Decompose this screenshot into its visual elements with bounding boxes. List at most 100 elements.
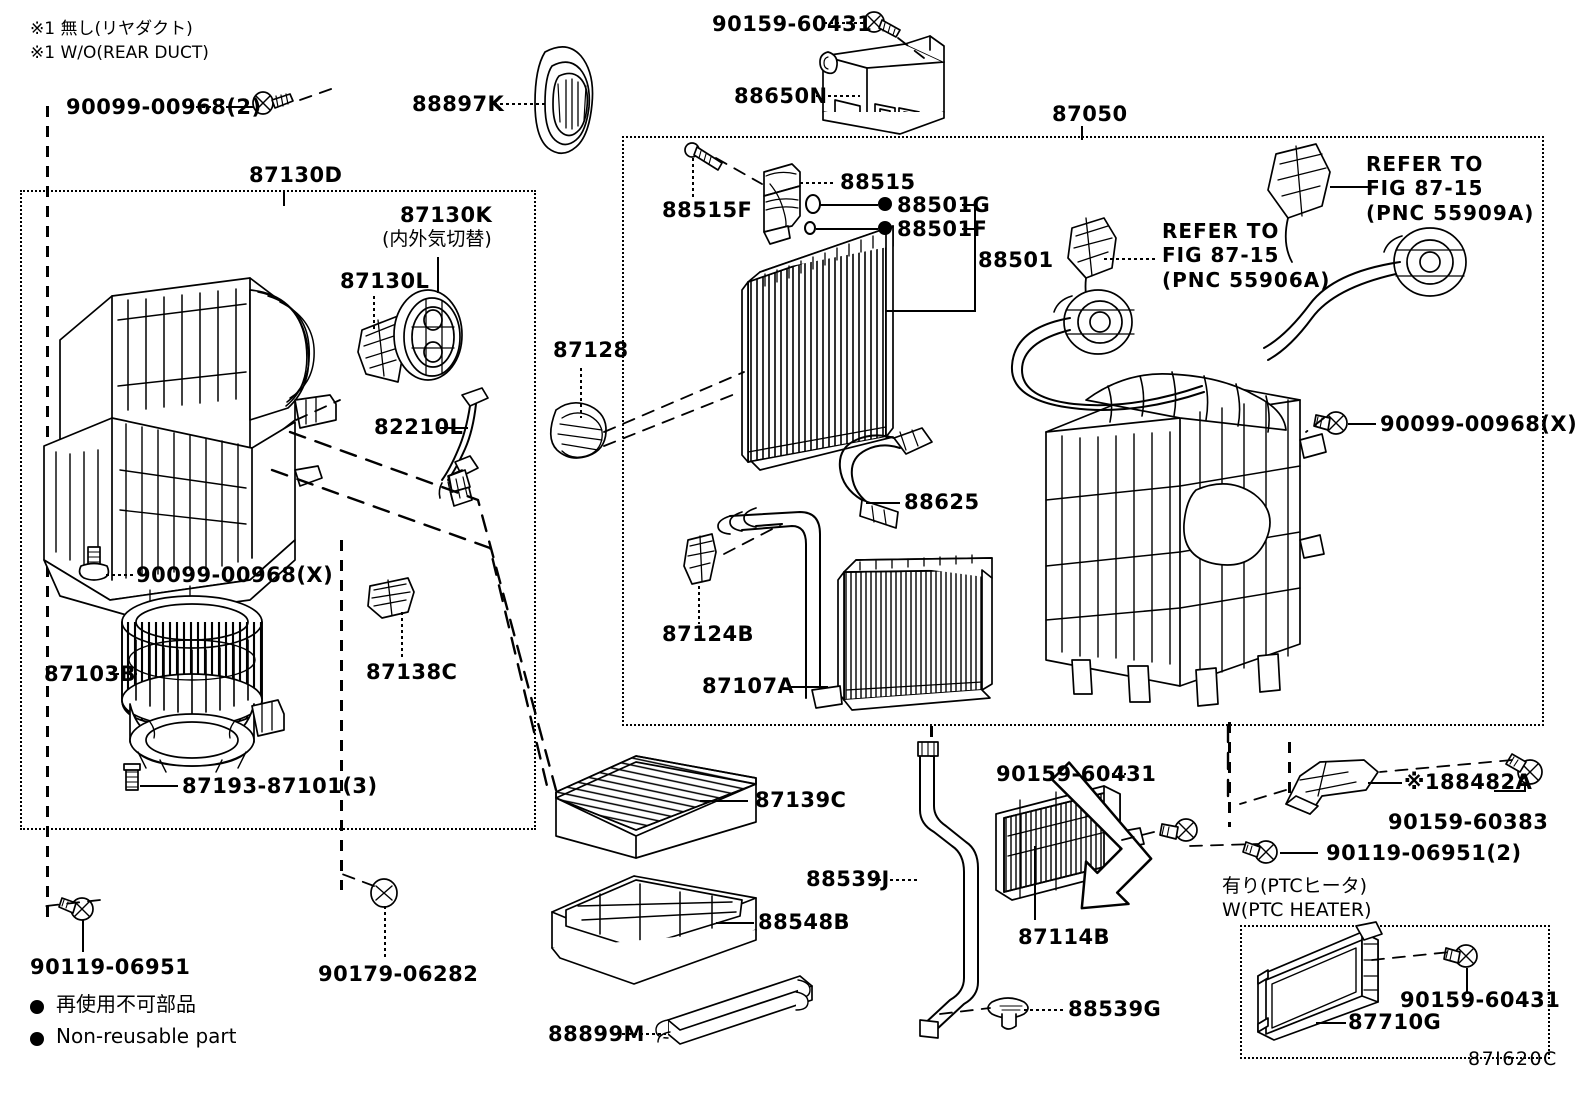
leader-88501G [820,204,878,206]
leader-88501F-br [962,228,976,230]
assembly-dash-left [46,106,49,926]
leader-87114B [1034,846,1036,920]
leader-90119-2 [1280,852,1318,854]
leader-90099-left [106,574,134,576]
art-nut-90179 [371,879,397,907]
leader-90099-2 [228,106,254,108]
leader-88501-br [974,204,976,312]
diagram-code: 87I620C [1468,1048,1558,1070]
part-label-87130K-jp: (内外気切替) [382,228,492,250]
part-label-90099-right: 90099-00968(X) [1380,412,1578,436]
art-filter-case-88548B [552,876,756,984]
leader-88650N [816,95,860,97]
art-callout-arrow [1003,763,1170,930]
part-label-87103B: 87103B [44,662,137,686]
part-label-87124B: 87124B [662,622,755,646]
legend-non-reusable-jp: 再使用不可部品 [56,992,196,1016]
art-grommet-88897K [535,47,593,153]
part-label-90179-06282: 90179-06282 [318,962,479,986]
assembly-dash-right2 [1288,742,1291,802]
part-label-82210L: 82210L [374,415,464,439]
part-label-88897K: 88897K [412,92,505,116]
part-label-87193-87101: 87193-87101(3) [182,774,378,798]
leader-88501F [816,228,878,230]
leader-82210L [440,427,468,429]
leader-88515 [800,182,836,184]
part-label-90099-left: 90099-00968(X) [136,563,334,587]
leader-90159-87710G [1466,968,1468,994]
part-label-90119-06951-2: 90119-06951(2) [1326,841,1522,865]
leader-90159-60383v [1524,784,1526,792]
part-label-90099-00968-2: 90099-00968(2) [66,95,262,119]
assembly-dash-right [1228,722,1231,827]
leader-90159-top [824,22,866,24]
part-label-88650N: 88650N [734,84,828,108]
leader-88539J [872,879,918,881]
leader-90099-right [1348,423,1376,425]
leader-87050 [1081,126,1083,140]
group-box-87130D [20,190,536,830]
art-bolt-90119-2 [1243,841,1277,863]
leader-90119-left [82,920,84,952]
part-label-88501: 88501 [978,248,1054,272]
part-label-88625: 88625 [904,490,980,514]
leader-87128 [580,368,582,418]
leader-88548B [716,922,754,924]
leader-87193 [140,785,178,787]
leader-87124B [698,586,700,624]
part-label-90159-60383: 90159-60383 [1388,810,1549,834]
part-label-87710G: 87710G [1348,1010,1442,1034]
leader-90099-2b [190,106,230,108]
leader-87107A [790,686,828,688]
leader-87130K [437,257,439,293]
part-label-87130L: 87130L [340,269,430,293]
part-label-90159-60431-a: 90159-60431 [712,12,873,36]
group-box-ptc-heater [1240,925,1550,1059]
leader-87103B [110,673,140,675]
leader-88539G [1024,1009,1066,1011]
leader-refer-55909A [1330,186,1378,188]
leader-88482A [1368,782,1402,784]
part-label-88515: 88515 [840,170,916,194]
bullet-legend-en [30,1032,44,1046]
art-bracket-88482A [1286,760,1378,814]
art-filter-lid-88899M [656,976,812,1044]
part-label-88515F: 88515F [662,198,753,222]
part-label-87107A: 87107A [702,674,795,698]
leader-87138C [401,612,403,660]
assembly-dash-center [930,726,933,766]
art-drain-hose-88539J [918,742,978,1038]
part-label-87114B: 87114B [1018,925,1111,949]
note-en: ※1 W/O(REAR DUCT) [30,43,209,63]
leader-88501G-br [962,204,976,206]
part-label-90159-60431-c: 90159-60431 [1400,988,1561,1012]
note-jp: ※1 無し(リヤダクト) [30,19,193,39]
part-label-88548B: 88548B [758,910,851,934]
part-label-88501F: 88501F [897,217,988,241]
art-cabin-filter-87139C [556,756,756,858]
part-label-87139C: 87139C [755,788,847,812]
leader-90159-60383 [1494,790,1524,792]
part-label-87128: 87128 [553,338,629,362]
art-ptc-element-87114B [996,786,1144,900]
group-label-87050: 87050 [1052,102,1128,126]
leader-88897K [494,103,546,105]
bullet-legend-jp [30,1000,44,1014]
part-label-87138C: 87138C [366,660,458,684]
refer-label-55909A: REFER TO FIG 87-15 (PNC 55909A) [1366,152,1535,225]
leader-90179 [384,906,386,958]
part-label-90159-60431-b: 90159-60431 [996,762,1157,786]
assembly-dash-mid [340,540,343,890]
bullet-88501F [878,221,892,235]
leader-88899M [622,1033,666,1035]
leader-refer-55906A [1104,258,1156,260]
art-screw-90159-ptc [1160,819,1197,841]
leader-87130L [373,296,375,330]
art-grommet-88539G [988,998,1028,1029]
art-bolt-90119-left [59,898,93,920]
ptc-heater-label-en: W(PTC HEATER) [1222,899,1372,921]
part-label-87130K: 87130K [400,203,493,227]
ptc-heater-label-jp: 有り(PTCヒータ) [1222,875,1368,897]
bullet-88501G [878,197,892,211]
